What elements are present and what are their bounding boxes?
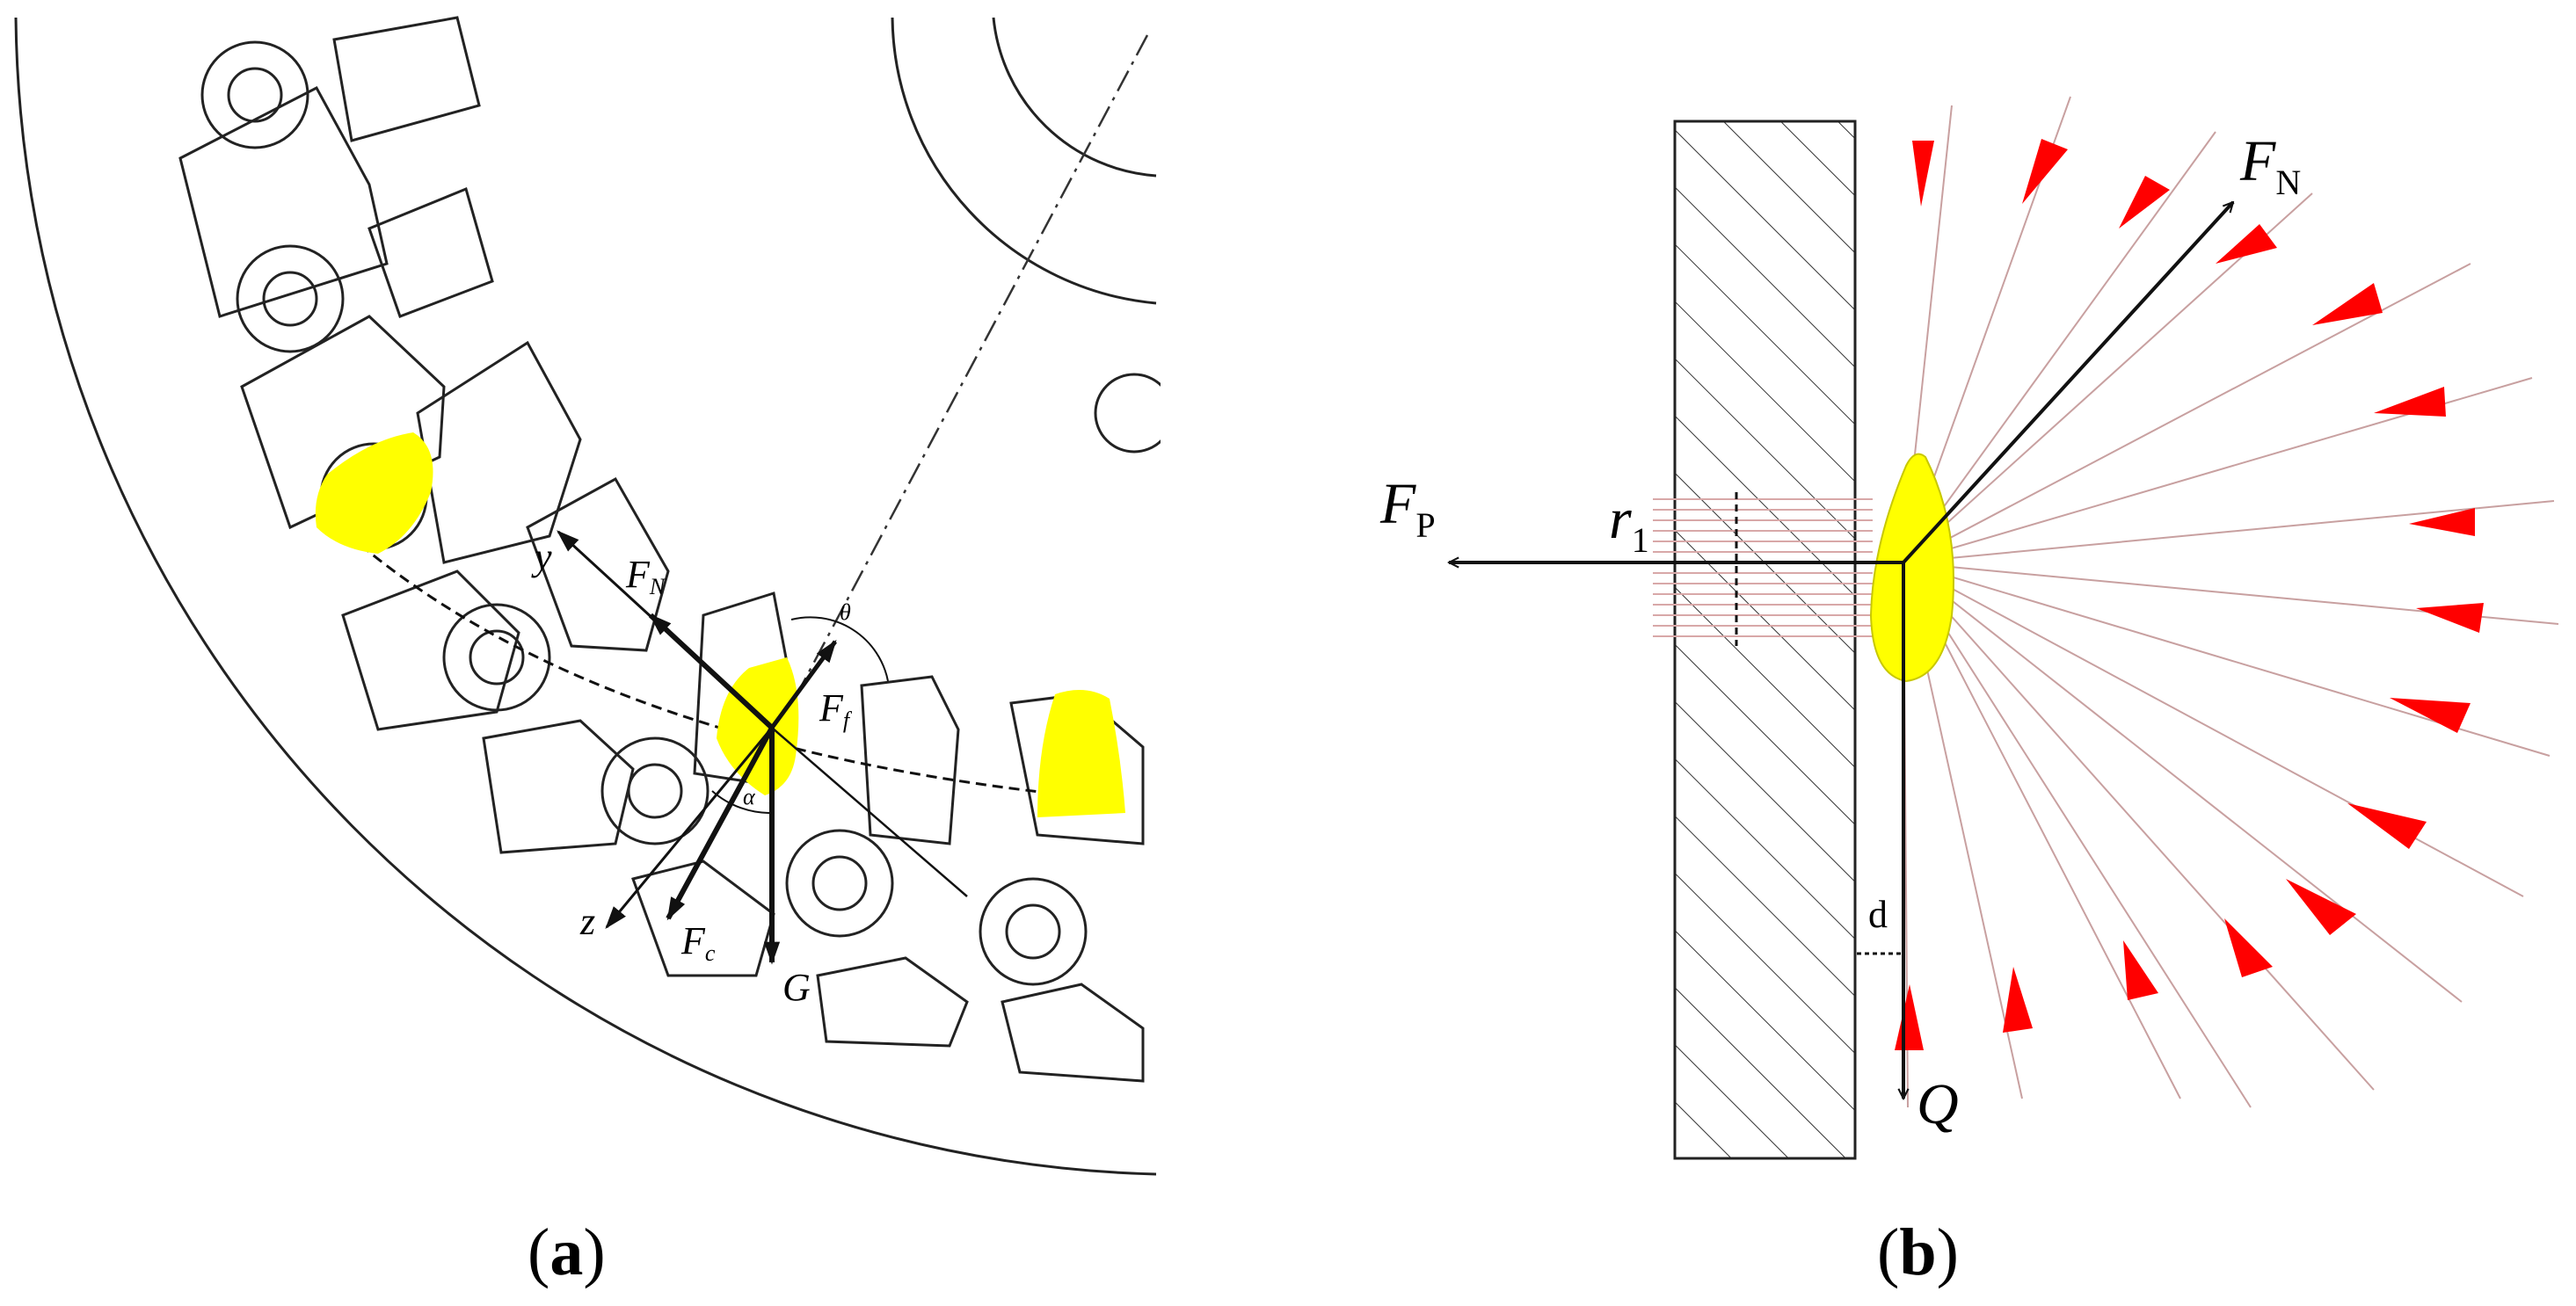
- particle-3: [1037, 690, 1125, 817]
- fc-vector: [666, 726, 775, 921]
- label-g: G: [782, 966, 811, 1009]
- panel-a-schematic: y z θ α FN Ff Fc G: [14, 16, 1161, 1176]
- label-fc: Fc: [680, 919, 716, 966]
- label-fn-b: FN: [2239, 129, 2301, 202]
- panel-b-schematic: FN FP r1 d Q: [1379, 96, 2559, 1160]
- ff-vector: [769, 639, 838, 729]
- alpha-arc: [711, 790, 775, 815]
- buckets: [178, 16, 1145, 1083]
- particle-2: [717, 657, 799, 795]
- label-d: d: [1868, 893, 1888, 936]
- label-r1: r1: [1609, 487, 1649, 560]
- outer-casing-arc: [14, 17, 1157, 1176]
- caption-a: (a): [528, 1215, 606, 1289]
- label-alpha: α: [743, 784, 756, 809]
- hub-arc-outer: [891, 17, 1157, 305]
- label-y: y: [531, 535, 552, 578]
- fn-vector: [648, 613, 775, 730]
- label-ff: Ff: [819, 686, 853, 733]
- label-fn-a: FN: [625, 553, 666, 599]
- particle-1: [315, 432, 433, 554]
- wall: [1673, 120, 1857, 1160]
- label-z: z: [579, 900, 595, 943]
- z-axis-line: [605, 727, 774, 930]
- theta-arc: [790, 616, 889, 682]
- label-fp: FP: [1379, 472, 1436, 545]
- caption-b: (b): [1877, 1215, 1959, 1289]
- fn-vector-b: [1902, 202, 2233, 564]
- spray-arrowheads: [1895, 139, 2484, 1050]
- chain-links: [200, 40, 1088, 986]
- tangent-line: [771, 727, 968, 897]
- label-theta: θ: [840, 599, 851, 625]
- trajectory-path: [360, 543, 1117, 802]
- droplet: [1869, 453, 1954, 683]
- hub-arc-inner: [992, 17, 1157, 178]
- label-q: Q: [1917, 1072, 1959, 1136]
- spray-lines: [1903, 96, 2559, 1108]
- centerline: [772, 34, 1149, 739]
- hub-hole: [1094, 373, 1161, 453]
